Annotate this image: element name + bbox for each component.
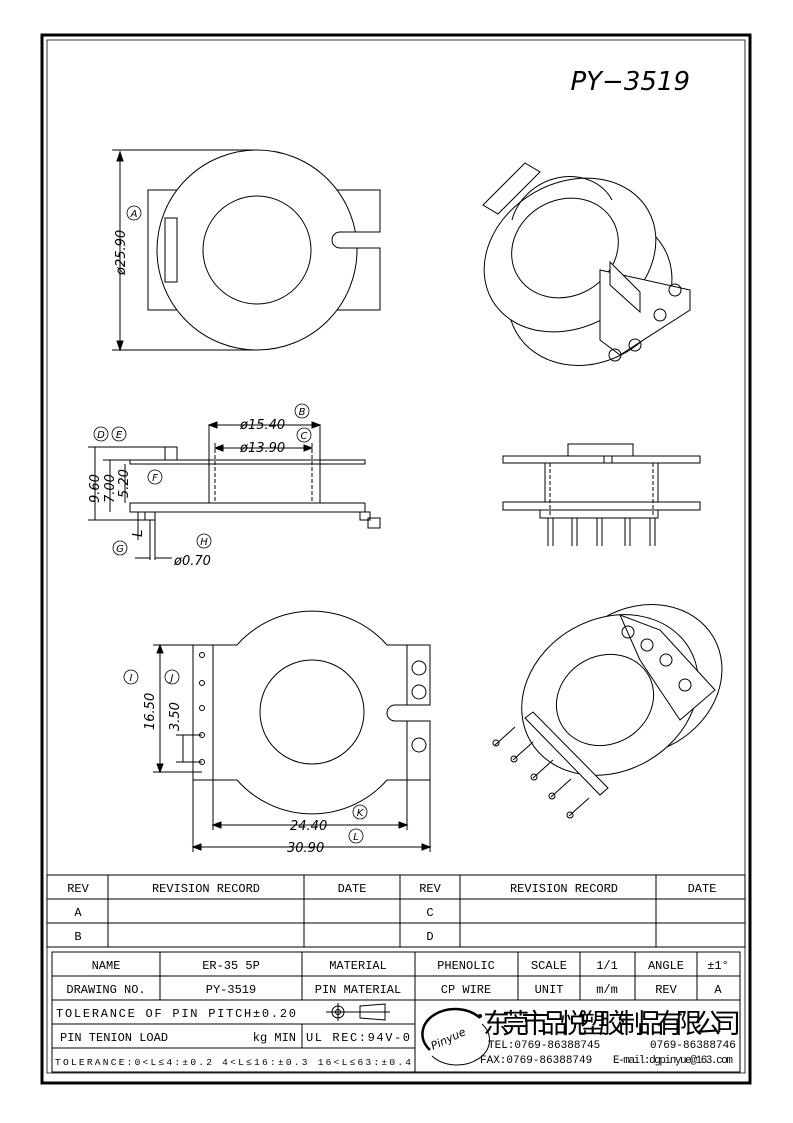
material-label: MATERIAL xyxy=(329,959,387,973)
balloon-i xyxy=(123,669,139,685)
balloon-h-label: H xyxy=(200,537,208,548)
unit-label: UNIT xyxy=(535,983,564,997)
name-value: ER-35 5P xyxy=(202,959,260,973)
company-name: 东莞市品悦塑胶制品有限公司 xyxy=(483,1009,741,1040)
unit-value: m/m xyxy=(596,983,618,997)
dim-l: 30.90 xyxy=(287,841,324,856)
email: E-mail:dgpinyue@163.com xyxy=(613,1055,733,1067)
rev-header-1: REV xyxy=(67,882,89,896)
balloon-b-label: B xyxy=(299,407,306,418)
balloon-c xyxy=(296,427,312,443)
date-header-2: DATE xyxy=(688,882,717,896)
iso-view-bottom xyxy=(492,604,723,819)
dim-f: 5.20 xyxy=(117,469,132,498)
rev-row-b: B xyxy=(74,930,81,944)
rev-value: A xyxy=(714,983,722,997)
dim-a: ø25.90 xyxy=(114,230,129,276)
angle-label: ANGLE xyxy=(648,959,684,973)
part-number: PY−3519 xyxy=(570,67,690,97)
pin-material-label: PIN MATERIAL xyxy=(315,983,401,997)
bottom-view xyxy=(153,610,432,852)
rev-record-header-2: REVISION RECORD xyxy=(510,882,618,896)
balloon-i-label: I xyxy=(130,673,133,684)
top-view xyxy=(112,149,381,352)
dim-c: ø13.90 xyxy=(239,441,285,456)
balloon-l-label: L xyxy=(353,832,359,843)
balloon-j xyxy=(164,669,180,685)
rev-row-c: C xyxy=(426,906,433,920)
revision-table xyxy=(46,874,746,948)
scale-label: SCALE xyxy=(531,959,567,973)
balloon-k xyxy=(352,804,368,820)
logo-text: Pinyue xyxy=(429,1025,468,1052)
dim-d: 9.60 xyxy=(88,474,103,503)
pin-tension-unit: kg MIN xyxy=(253,1031,296,1045)
balloon-a xyxy=(126,205,142,221)
dim-i: 16.50 xyxy=(143,693,158,730)
balloon-a-label: A xyxy=(130,209,138,220)
tel-2: 0769-86388746 xyxy=(650,1040,736,1052)
material-value: PHENOLIC xyxy=(437,959,495,973)
balloon-e xyxy=(111,426,127,442)
tolerance: TOLERANCE:0<L≤4:±0.2 4<L≤16:±0.3 16<L≤63… xyxy=(55,1057,411,1068)
tel: TEL:0769-86388745 xyxy=(488,1040,600,1052)
pin-pitch-tolerance: TOLERANCE OF PIN PITCH±0.20 xyxy=(56,1007,296,1021)
balloon-c-label: C xyxy=(301,431,308,442)
rev-record-header-1: REVISION RECORD xyxy=(152,882,260,896)
rev-label: REV xyxy=(655,983,677,997)
drawing-no-label: DRAWING NO. xyxy=(66,983,145,997)
balloon-f xyxy=(147,469,163,485)
front-view xyxy=(502,443,701,546)
fax: FAX:0769-86388749 xyxy=(480,1055,592,1067)
iso-view-top xyxy=(482,162,691,366)
balloon-g xyxy=(112,540,128,556)
ul-rec: UL REC:94V-0 xyxy=(306,1031,410,1045)
outer-border xyxy=(40,33,752,1085)
balloon-j-label: J xyxy=(169,673,174,684)
pin-tension-label: PIN TENION LOAD xyxy=(60,1031,168,1045)
balloon-e-label: E xyxy=(116,430,123,441)
dim-e: 7.00 xyxy=(103,474,118,503)
inner-border xyxy=(46,39,746,1074)
balloon-f-label: F xyxy=(152,473,158,484)
scale-value: 1/1 xyxy=(596,959,618,973)
balloon-l xyxy=(348,828,364,844)
dim-j: 3.50 xyxy=(168,702,183,731)
balloon-k-label: K xyxy=(357,808,365,819)
date-header-1: DATE xyxy=(338,882,367,896)
balloon-d xyxy=(93,426,109,442)
rev-row-a: A xyxy=(74,906,82,920)
balloon-b xyxy=(294,403,310,419)
side-view xyxy=(88,421,381,560)
balloon-h xyxy=(196,533,212,549)
angle-value: ±1° xyxy=(707,959,729,973)
drawing-no-value: PY-3519 xyxy=(206,983,256,997)
balloon-d-label: D xyxy=(97,430,105,441)
pin-material-value: CP WIRE xyxy=(441,983,491,997)
rev-row-d: D xyxy=(426,930,433,944)
rev-header-2: REV xyxy=(419,882,441,896)
dim-b: ø15.40 xyxy=(239,418,285,433)
title-block xyxy=(51,951,741,1073)
dim-k: 24.40 xyxy=(290,819,327,834)
name-label: NAME xyxy=(92,959,121,973)
dim-g: L xyxy=(131,530,146,537)
balloon-g-label: G xyxy=(116,544,124,555)
dim-h: ø0.70 xyxy=(173,554,211,569)
